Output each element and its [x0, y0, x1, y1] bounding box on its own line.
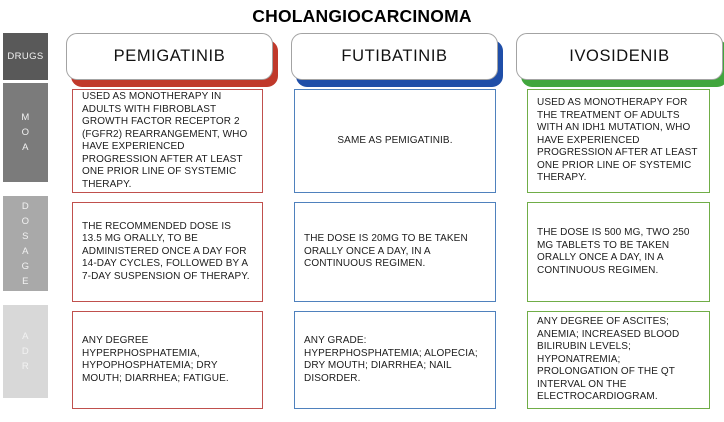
dosage-text: THE RECOMMENDED DOSE IS 13.5 MG ORALLY, … — [82, 220, 250, 282]
sidebar-label-adr: A D R — [3, 305, 48, 398]
dosage-cell-ivosidenib: THE DOSE IS 500 MG, TWO 250 MG TABLETS T… — [516, 202, 723, 302]
sidebar-label-moa: M O A — [3, 83, 48, 182]
drug-header-pemigatinib: PEMIGATINIB — [66, 33, 278, 87]
adr-text: ANY GRADE: HYPERPHOSPHATEMIA; ALOPECIA; … — [304, 335, 478, 384]
adr-text: ANY DEGREE HYPERPHOSPHATEMIA, HYPOPHOSPH… — [82, 335, 229, 384]
drug-name: PEMIGATINIB — [66, 33, 273, 80]
moa-text: USED AS MONOTHERAPY FOR THE TREATMENT OF… — [537, 97, 698, 184]
drug-name: IVOSIDENIB — [516, 33, 723, 80]
moa-cell-ivosidenib: USED AS MONOTHERAPY FOR THE TREATMENT OF… — [516, 89, 723, 193]
adr-cell-futibatinib: ANY GRADE: HYPERPHOSPHATEMIA; ALOPECIA; … — [291, 311, 498, 409]
moa-cell-futibatinib: SAME AS PEMIGATINIB. — [291, 89, 498, 193]
comparison-grid: DRUGS PEMIGATINIB FUTIBATINIB IVOSIDENIB… — [0, 33, 724, 409]
sidebar-label-dosage: D O S A G E — [3, 196, 48, 291]
moa-text: SAME AS PEMIGATINIB. — [337, 134, 453, 146]
dosage-cell-pemigatinib: THE RECOMMENDED DOSE IS 13.5 MG ORALLY, … — [66, 202, 273, 302]
drug-header-futibatinib: FUTIBATINIB — [291, 33, 503, 87]
moa-text: USED AS MONOTHERAPY IN ADULTS WITH FIBRO… — [82, 91, 248, 190]
adr-cell-ivosidenib: ANY DEGREE OF ASCITES; ANEMIA; INCREASED… — [516, 311, 723, 409]
dosage-cell-futibatinib: THE DOSE IS 20MG TO BE TAKEN ORALLY ONCE… — [291, 202, 498, 302]
dosage-text: THE DOSE IS 20MG TO BE TAKEN ORALLY ONCE… — [304, 233, 468, 270]
adr-cell-pemigatinib: ANY DEGREE HYPERPHOSPHATEMIA, HYPOPHOSPH… — [66, 311, 273, 409]
sidebar-label-drugs: DRUGS — [3, 33, 48, 80]
drug-name: FUTIBATINIB — [291, 33, 498, 80]
moa-cell-pemigatinib: USED AS MONOTHERAPY IN ADULTS WITH FIBRO… — [66, 89, 273, 193]
drug-header-ivosidenib: IVOSIDENIB — [516, 33, 724, 87]
page-title: CHOLANGIOCARCINOMA — [252, 6, 472, 26]
adr-text: ANY DEGREE OF ASCITES; ANEMIA; INCREASED… — [537, 316, 680, 403]
dosage-text: THE DOSE IS 500 MG, TWO 250 MG TABLETS T… — [537, 227, 690, 276]
